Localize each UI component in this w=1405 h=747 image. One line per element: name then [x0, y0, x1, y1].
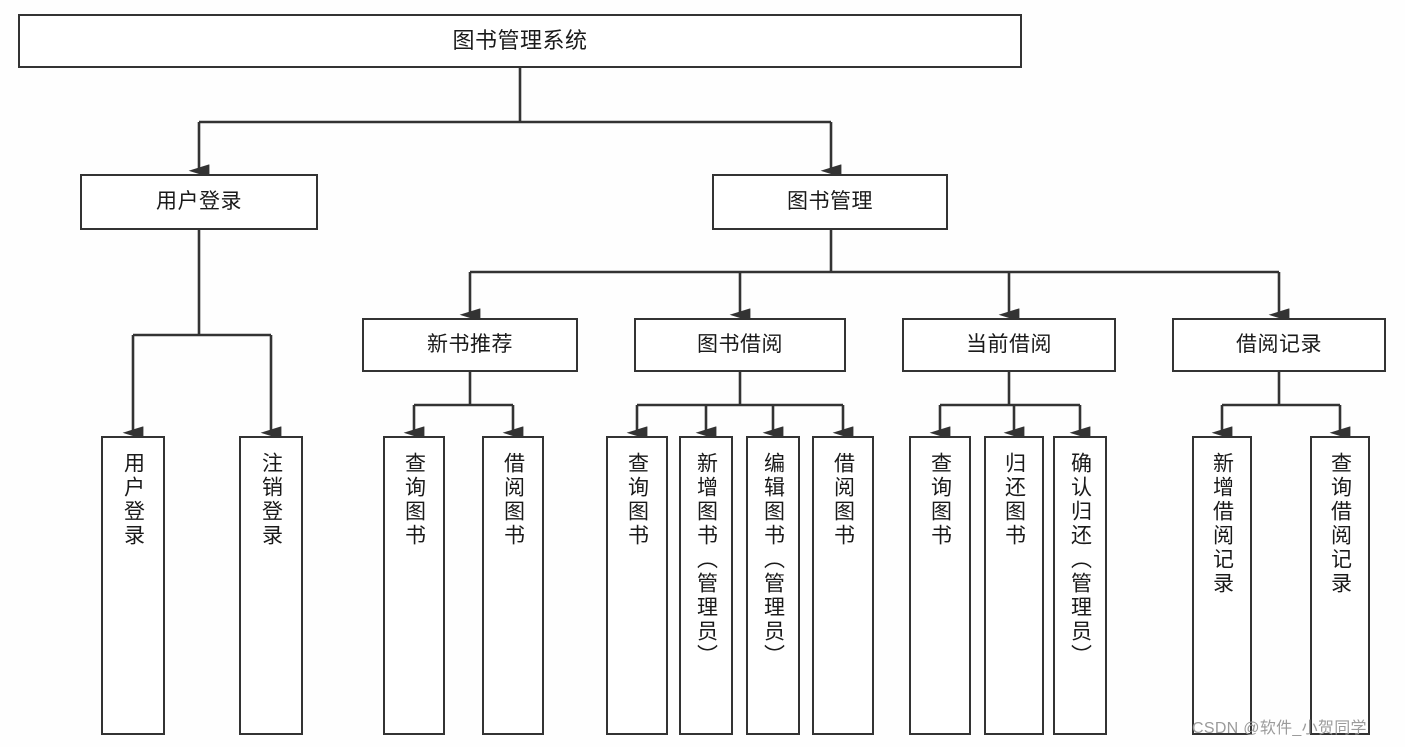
node-book-borrow-label: 图书借阅 [697, 333, 783, 357]
node-leaf-logout-login-label: 注销登录 [259, 452, 283, 548]
node-leaf-edit-book-admin[interactable]: 编辑图书（管理员） [746, 436, 800, 735]
node-leaf-query-book-2-label: 查询图书 [625, 452, 649, 548]
node-root[interactable]: 图书管理系统 [18, 14, 1022, 68]
node-leaf-query-book-3-label: 查询图书 [928, 452, 952, 548]
node-book-manage-label: 图书管理 [787, 190, 873, 214]
node-leaf-borrow-book-1[interactable]: 借阅图书 [482, 436, 544, 735]
node-borrow-record-label: 借阅记录 [1236, 333, 1322, 357]
node-leaf-add-book-admin[interactable]: 新增图书（管理员） [679, 436, 733, 735]
node-leaf-query-book-1-label: 查询图书 [402, 452, 426, 548]
node-leaf-borrow-book-1-label: 借阅图书 [501, 452, 525, 548]
node-leaf-add-borrow-record-label: 新增借阅记录 [1210, 452, 1234, 596]
node-leaf-user-login[interactable]: 用户登录 [101, 436, 165, 735]
node-leaf-return-book-label: 归还图书 [1002, 452, 1026, 548]
node-leaf-logout-login[interactable]: 注销登录 [239, 436, 303, 735]
node-user-login-label: 用户登录 [156, 190, 242, 214]
node-leaf-borrow-book-2[interactable]: 借阅图书 [812, 436, 874, 735]
node-leaf-query-book-2[interactable]: 查询图书 [606, 436, 668, 735]
node-leaf-confirm-return-admin[interactable]: 确认归还（管理员） [1053, 436, 1107, 735]
node-leaf-add-book-admin-label: 新增图书（管理员） [694, 452, 718, 668]
node-current-borrow-label: 当前借阅 [966, 333, 1052, 357]
node-leaf-query-book-3[interactable]: 查询图书 [909, 436, 971, 735]
node-leaf-query-book-1[interactable]: 查询图书 [383, 436, 445, 735]
node-new-book-recommend[interactable]: 新书推荐 [362, 318, 578, 372]
node-leaf-query-borrow-record[interactable]: 查询借阅记录 [1310, 436, 1370, 735]
node-borrow-record[interactable]: 借阅记录 [1172, 318, 1386, 372]
node-leaf-confirm-return-admin-label: 确认归还（管理员） [1068, 452, 1092, 668]
node-current-borrow[interactable]: 当前借阅 [902, 318, 1116, 372]
node-leaf-borrow-book-2-label: 借阅图书 [831, 452, 855, 548]
node-new-book-recommend-label: 新书推荐 [427, 333, 513, 357]
node-leaf-query-borrow-record-label: 查询借阅记录 [1328, 452, 1352, 596]
node-book-borrow[interactable]: 图书借阅 [634, 318, 846, 372]
node-leaf-return-book[interactable]: 归还图书 [984, 436, 1044, 735]
watermark-text: CSDN @软件_小贺同学 [1192, 720, 1367, 737]
node-leaf-add-borrow-record[interactable]: 新增借阅记录 [1192, 436, 1252, 735]
node-root-label: 图书管理系统 [452, 27, 588, 53]
node-leaf-user-login-label: 用户登录 [121, 452, 145, 548]
node-user-login[interactable]: 用户登录 [80, 174, 318, 230]
node-book-manage[interactable]: 图书管理 [712, 174, 948, 230]
node-leaf-edit-book-admin-label: 编辑图书（管理员） [761, 452, 785, 668]
